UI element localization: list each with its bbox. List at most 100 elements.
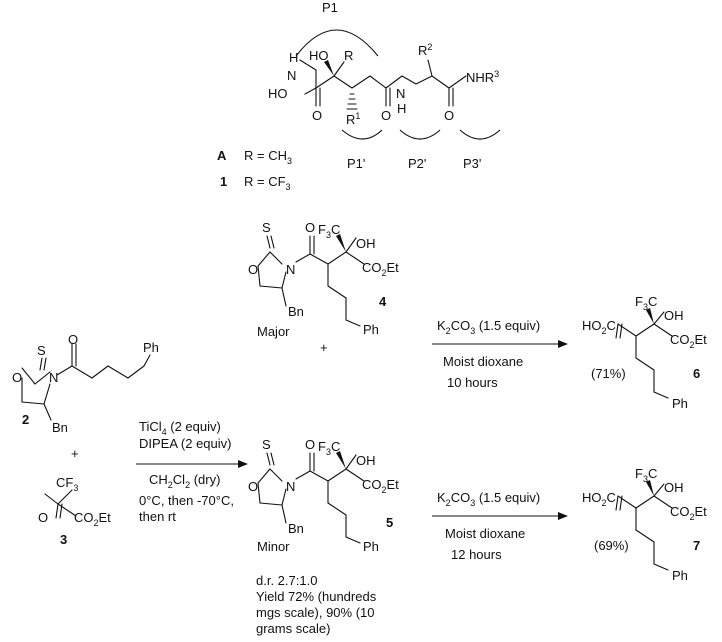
yield-6: (71%) [591,366,626,381]
pocket-arc-p3p [459,129,501,140]
compound-3: CF3 O CO2Et 3 [38,475,111,547]
atom-O: O [38,510,48,525]
atom-ho-alpha: HO [309,48,329,63]
atom-O-ring: O [248,262,258,277]
definition-A: R = CH3 [244,148,292,166]
group-ho2c: HO2C [582,318,616,336]
pocket-label-p2p: P2' [408,156,426,171]
condition-ticl4: TiCl4 (2 equiv) [139,419,221,437]
pocket-arc-p2p [399,129,441,140]
atom-N: N [286,262,295,277]
atom-o-right: O [444,108,454,123]
atom-S: S [262,437,271,452]
atom-o-left: O [312,108,322,123]
group-ho2c: HO2C [582,490,616,508]
compound-id-5: 5 [386,515,393,530]
pocket-label-p3p: P3' [463,156,481,171]
atom-O-acyl: O [305,437,315,452]
group-f3c: F3C [318,222,340,240]
group-co2et: CO2Et [362,260,399,278]
atom-Ph: Ph [143,340,159,355]
atom-Ph: Ph [363,322,379,337]
condition-time: 12 hours [451,547,502,562]
atom-Bn: Bn [52,420,68,435]
label-major: Major [257,324,290,339]
atom-amide-h: H [397,101,406,116]
atom-S: S [37,343,46,358]
group-oh: OH [664,308,684,323]
wedge-bond [324,60,334,76]
atom-o-mid: O [381,108,391,123]
group-co2et: CO2Et [670,332,707,350]
condition-solvent: Moist dioxane [443,354,523,369]
atom-Ph: Ph [672,568,688,583]
condition-solvent: CH2Cl2 (dry) [149,472,220,490]
compound-id-2: 2 [22,412,29,427]
atom-amide-n: N [396,86,405,101]
compound-id-6: 6 [693,366,700,381]
atom-ho-left: HO [268,86,288,101]
condition-rt: then rt [139,509,176,524]
condition-base: K2CO3 (1.5 equiv) [437,318,540,336]
group-co2et: CO2Et [670,504,707,522]
pocket-label-p1: P1 [322,0,338,15]
group-oh: OH [356,453,376,468]
pocket-arc-p1 [295,29,379,57]
atom-N: N [286,479,295,494]
atom-O-ring: O [12,370,22,385]
atom-S: S [262,220,271,235]
condition-temperature: 0°C, then -70°C, [139,493,234,508]
group-co2et: CO2Et [362,477,399,495]
group-f3c: F3C [318,439,340,457]
definition-1: R = CF3 [244,174,291,192]
plus-sign: + [320,340,328,355]
atom-r1: R1 [346,111,360,127]
condition-base: K2CO3 (1.5 equiv) [437,490,540,508]
note-yield-2: mgs scale), 90% (10 [256,605,375,620]
atom-O-acyl: O [68,332,78,347]
atom-Ph: Ph [672,396,688,411]
note-dr: d.r. 2.7:1.0 [256,573,317,588]
atom-nhr3: NHR3 [466,69,499,85]
arrow-step-2 [432,340,568,348]
atom-r2: R2 [418,42,432,58]
pocket-arc-p1p [341,129,383,140]
atom-n-hydroxamate: N [287,68,296,83]
atom-r: R [344,48,353,63]
condition-time: 10 hours [447,375,498,390]
atom-Bn: Bn [288,521,304,536]
atom-N: N [49,370,58,385]
condition-dipea: DIPEA (2 equiv) [139,436,232,451]
group-oh: OH [664,480,684,495]
compound-5: S O N O Bn F3C OH CO2Et Ph 5 Minor [248,437,399,554]
group-f3c: F3C [635,466,657,484]
compound-id-1: 1 [220,174,227,189]
atom-O-ring: O [248,479,258,494]
group-oh: OH [356,236,376,251]
yield-7: (69%) [594,538,629,553]
compound-6: HO2C F3C OH CO2Et Ph (71%) 6 [582,294,707,411]
arrow-step-3 [432,512,568,520]
condition-solvent: Moist dioxane [445,526,525,541]
compound-7: HO2C F3C OH CO2Et Ph (69%) 7 [582,466,707,583]
note-yield-3: grams scale) [256,621,330,636]
group-f3c: F3C [635,294,657,312]
plus-sign: + [71,446,79,461]
label-minor: Minor [257,539,290,554]
note-yield-1: Yield 72% (hundreds [256,589,377,604]
pocket-label-p1p: P1' [347,156,365,171]
group-co2et: CO2Et [74,510,111,528]
arrow-step-1 [136,460,248,468]
atom-Ph: Ph [363,539,379,554]
compound-id-A: A [217,148,227,163]
atom-Bn: Bn [288,304,304,319]
hashed-bond [346,93,358,110]
compound-4: S O N O Bn F3C OH CO2Et Ph 4 Major [248,220,399,339]
inhibitor-template: P1 H N HO O HO R R1 O N H R2 O NHR3 P1' … [217,0,501,192]
compound-id-3: 3 [60,532,67,547]
compound-2: S O N O Bn Ph 2 [12,332,159,435]
atom-h-nh: H [289,50,298,65]
compound-id-4: 4 [379,294,387,309]
group-cf3: CF3 [56,475,78,493]
